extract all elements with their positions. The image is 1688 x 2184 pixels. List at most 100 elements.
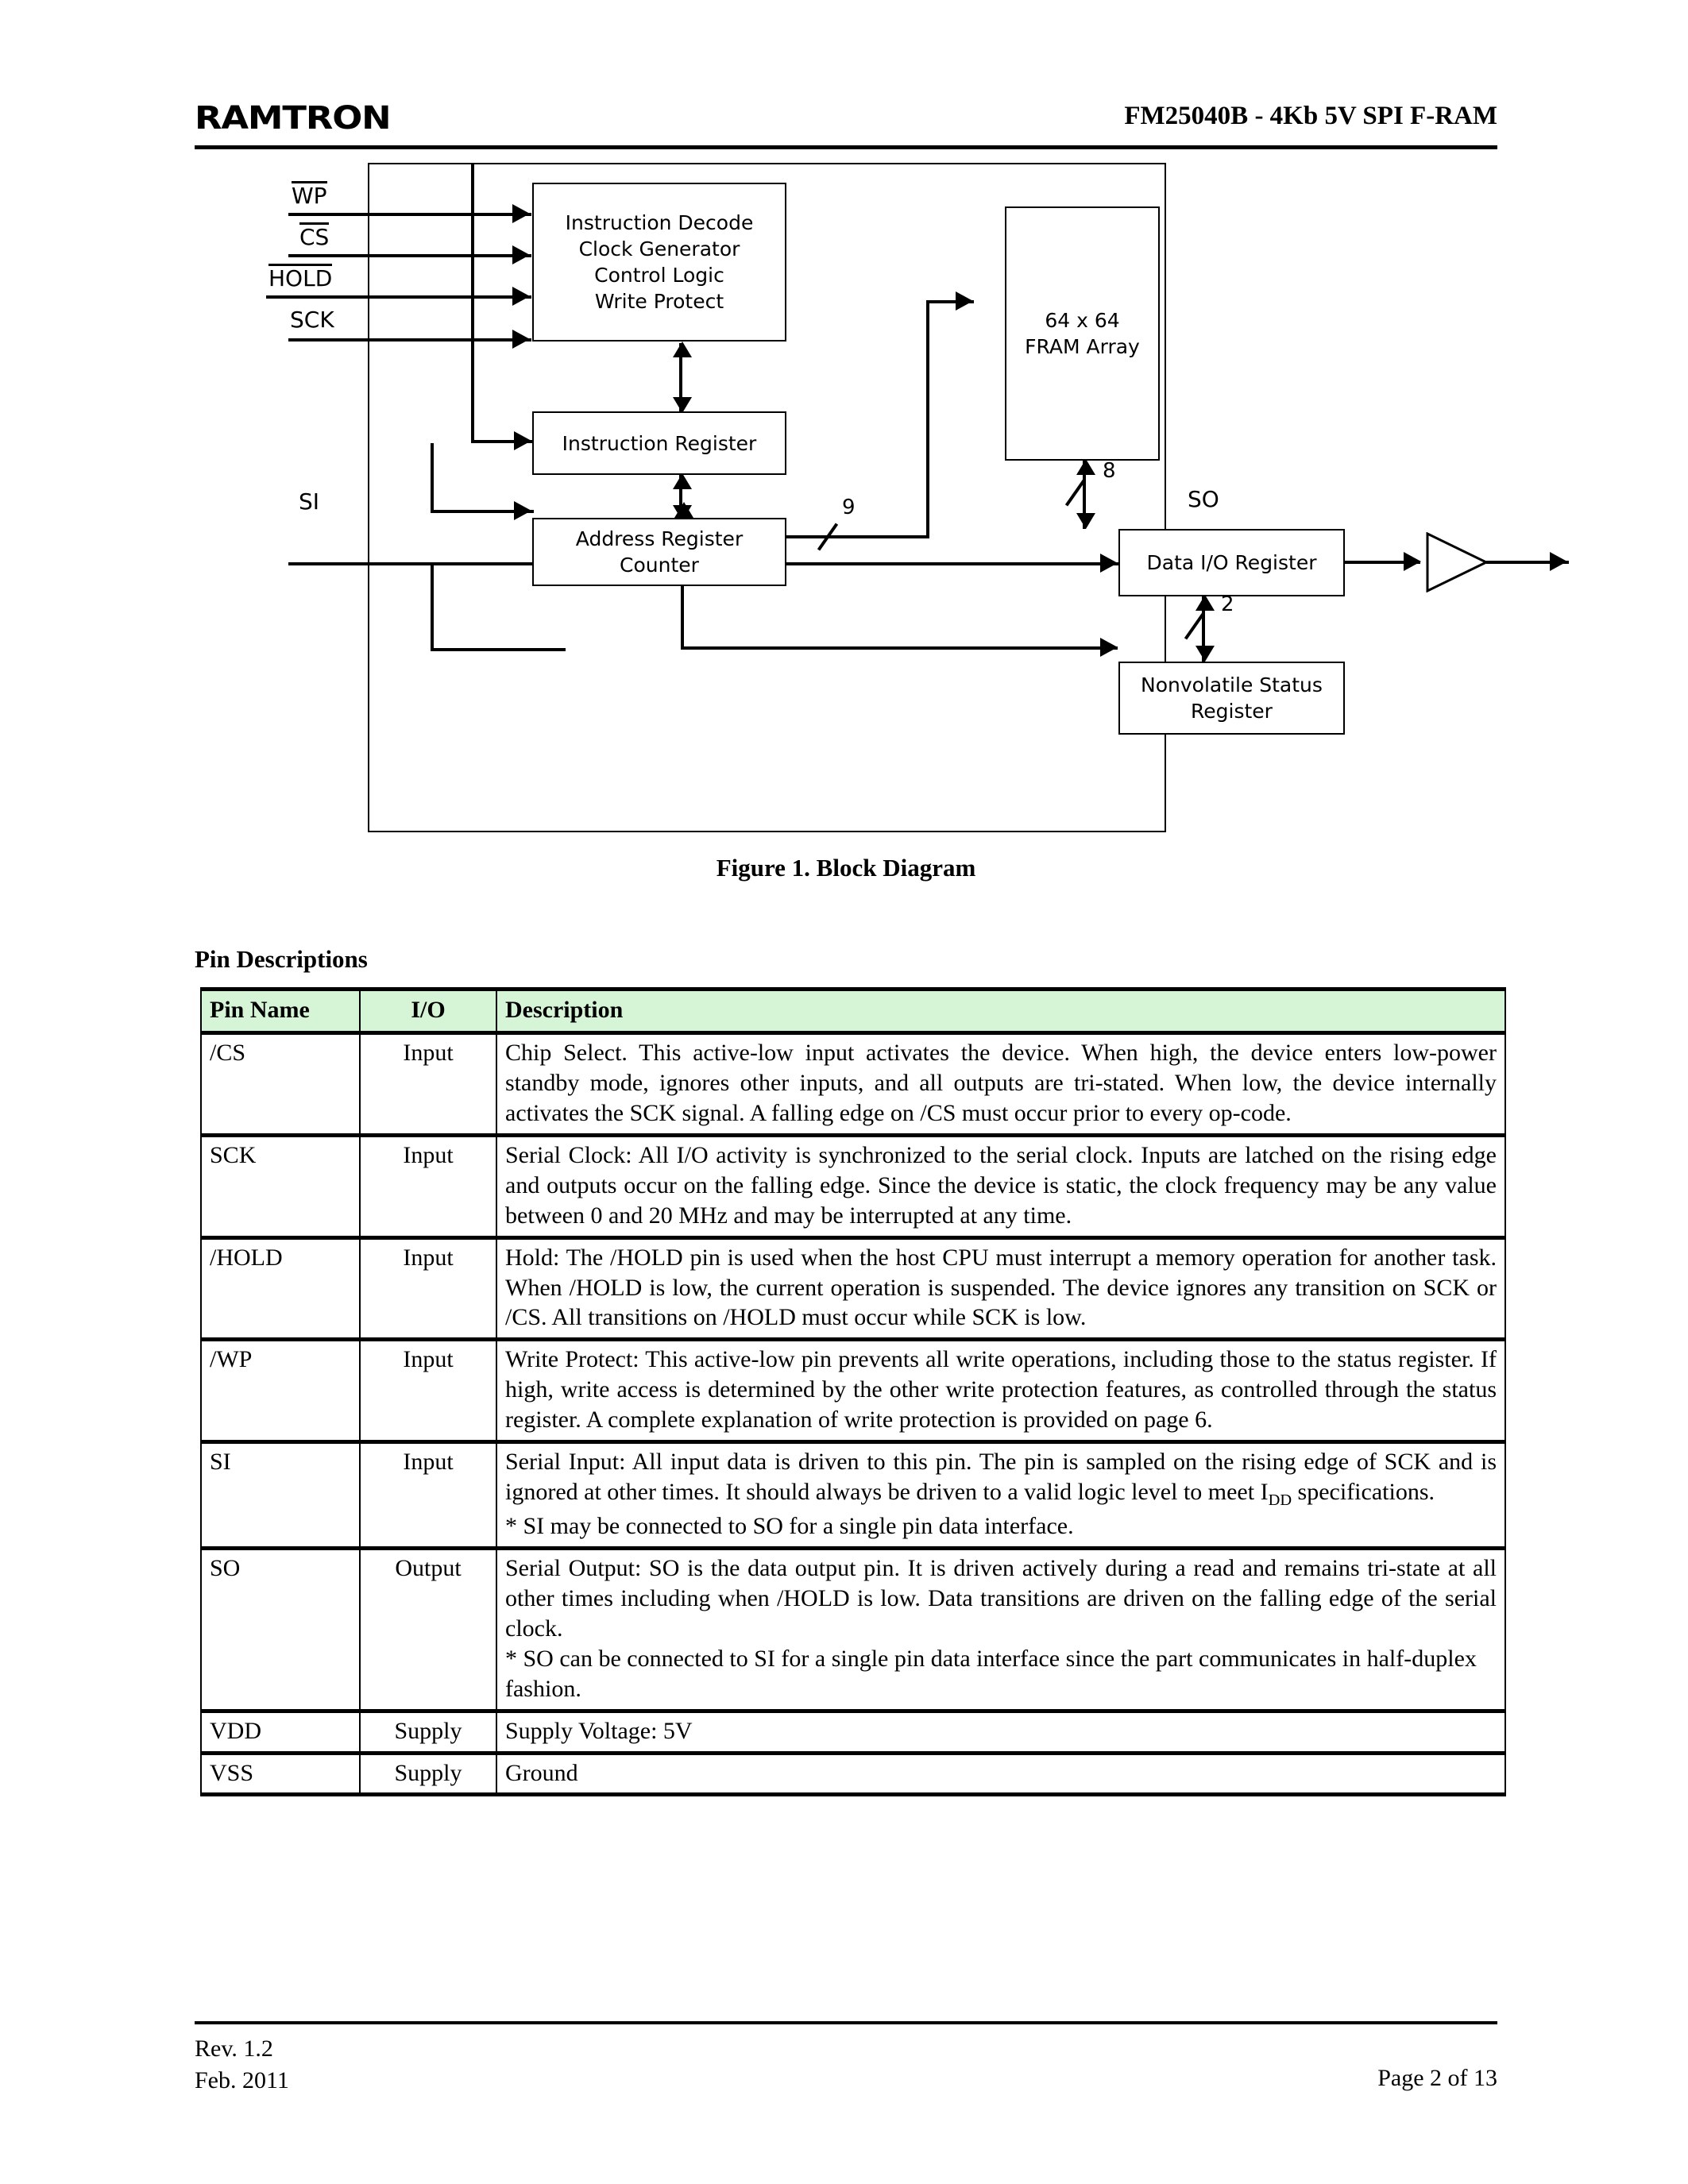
cell-io: Input xyxy=(359,1235,497,1341)
cell-pin-name: /HOLD xyxy=(200,1235,361,1341)
table-row: /CS Input Chip Select. This active-low i… xyxy=(200,1032,1506,1136)
status-branch-vertical-mid xyxy=(681,562,684,650)
cell-pin-name: VSS xyxy=(200,1750,361,1797)
cell-description: Hold: The /HOLD pin is used when the hos… xyxy=(496,1235,1506,1341)
signal-line-wp xyxy=(288,213,531,216)
table-row: SI Input Serial Input: All input data is… xyxy=(200,1440,1506,1549)
arrow-ir-to-control xyxy=(673,341,692,357)
arrow-address-bus-to-array xyxy=(956,291,973,311)
document-title: FM25040B - 4Kb 5V SPI F-RAM xyxy=(1124,102,1497,130)
si-branch-vertical-upper xyxy=(431,443,434,513)
si-desc-main: Serial Input: All input data is driven t… xyxy=(505,1449,1497,1506)
header-divider xyxy=(195,145,1497,149)
arrow-data-to-buffer xyxy=(1404,552,1421,571)
cell-io: Input xyxy=(359,1133,497,1239)
ramtron-logo: RAMTRON xyxy=(195,100,392,137)
signal-line-sck xyxy=(288,338,531,341)
arrow-hold-to-control xyxy=(512,287,530,306)
table-row: /WP Input Write Protect: This active-low… xyxy=(200,1337,1506,1443)
signal-line-hold xyxy=(266,295,531,299)
block-data-io-register: Data I/O Register xyxy=(1118,529,1345,596)
address-bus-to-array xyxy=(926,300,974,303)
column-header-io: I/O xyxy=(359,987,497,1035)
pin-label-cs: CS xyxy=(299,222,330,250)
pin-label-wp: WP xyxy=(292,181,327,209)
block-status-register: Nonvolatile Status Register xyxy=(1118,662,1345,735)
status-register-line-1: Nonvolatile Status xyxy=(1141,673,1323,696)
sck-branch-horizontal xyxy=(471,440,535,443)
array-data-link xyxy=(1083,461,1086,529)
control-line-3: Control Logic xyxy=(594,264,724,287)
footer-divider xyxy=(195,2021,1497,2024)
so-footnote: * SO can be connected to SI for a single… xyxy=(505,1645,1477,1702)
data-io-register-label: Data I/O Register xyxy=(1146,551,1317,574)
cell-description: Serial Clock: All I/O activity is synchr… xyxy=(496,1133,1506,1239)
cell-pin-name: SI xyxy=(200,1440,361,1549)
arrow-array-to-data xyxy=(1076,513,1095,529)
cell-io: Input xyxy=(359,1337,497,1443)
table-row: SO Output Serial Output: SO is the data … xyxy=(200,1545,1506,1712)
control-trunk-vertical xyxy=(471,163,474,341)
block-address-register: Address Register Counter xyxy=(532,518,786,586)
idd-symbol: I xyxy=(1260,1479,1269,1506)
cell-pin-name: SCK xyxy=(200,1133,361,1239)
footer-date: Feb. 2011 xyxy=(195,2067,289,2093)
footer-left-block: Rev. 1.2 Feb. 2011 xyxy=(195,2033,289,2097)
arrow-ir-to-ar xyxy=(673,505,692,521)
data-status-link xyxy=(1202,596,1205,662)
arrow-to-status-register xyxy=(1100,638,1118,657)
arrow-cs-to-control xyxy=(512,245,530,264)
control-ir-link xyxy=(679,343,682,413)
footer-revision: Rev. 1.2 xyxy=(195,2035,273,2062)
table-row: /HOLD Input Hold: The /HOLD pin is used … xyxy=(200,1235,1506,1341)
arrow-ar-to-ir xyxy=(673,473,692,489)
bus-width-9: 9 xyxy=(842,496,856,519)
buffer-to-so-line xyxy=(1486,561,1569,564)
block-diagram: WP CS HOLD SCK SI SO xyxy=(195,159,1569,882)
address-bus-vertical xyxy=(926,302,929,538)
block-control-logic: Instruction Decode Clock Generator Contr… xyxy=(532,183,786,341)
sck-branch-vertical xyxy=(471,340,474,443)
arrow-data-to-status xyxy=(1196,646,1215,662)
si-footnote: * SI may be connected to SO for a single… xyxy=(505,1512,1074,1539)
control-line-1: Instruction Decode xyxy=(565,211,754,234)
arrow-data-to-array xyxy=(1076,459,1095,475)
cell-description: Write Protect: This active-low pin preve… xyxy=(496,1337,1506,1443)
cell-pin-name: /CS xyxy=(200,1032,361,1136)
pin-label-hold: HOLD xyxy=(268,264,333,291)
status-branch-vertical-left xyxy=(431,562,434,651)
signal-line-to-status-register xyxy=(681,646,1118,650)
tristate-buffer-icon xyxy=(1426,532,1489,592)
pin-label-sck: SCK xyxy=(290,307,334,333)
arrow-to-address-register xyxy=(514,501,531,520)
cell-pin-name: VDD xyxy=(200,1708,361,1754)
figure-caption: Figure 1. Block Diagram xyxy=(716,854,976,882)
column-header-pin-name: Pin Name xyxy=(200,987,361,1035)
table-row: SCK Input Serial Clock: All I/O activity… xyxy=(200,1133,1506,1239)
control-line-4: Write Protect xyxy=(594,290,724,313)
cell-description: Chip Select. This active-low input activ… xyxy=(496,1032,1506,1136)
cell-description: Supply Voltage: 5V xyxy=(496,1708,1506,1754)
cell-io: Supply xyxy=(359,1708,497,1754)
pin-label-si: SI xyxy=(299,488,320,515)
cell-io: Supply xyxy=(359,1750,497,1797)
address-register-line-1: Address Register xyxy=(575,527,744,550)
status-branch-horizontal-lower xyxy=(431,648,566,651)
data-to-buffer-line xyxy=(1345,561,1420,564)
cell-pin-name: /WP xyxy=(200,1337,361,1443)
cell-io: Output xyxy=(359,1545,497,1712)
diagram-boundary xyxy=(368,163,1166,832)
arrow-status-to-data xyxy=(1196,595,1215,611)
column-header-description: Description xyxy=(496,987,1506,1035)
cell-description: Serial Input: All input data is driven t… xyxy=(496,1440,1506,1549)
arrow-so-output xyxy=(1550,552,1567,571)
address-register-input-line xyxy=(431,510,534,513)
arrow-wp-to-control xyxy=(512,204,530,223)
address-bus-horizontal xyxy=(786,535,929,538)
table-header-row: Pin Name I/O Description xyxy=(200,987,1506,1035)
table-row: VDD Supply Supply Voltage: 5V xyxy=(200,1708,1506,1754)
arrow-control-to-ir xyxy=(673,397,692,413)
block-instruction-register: Instruction Register xyxy=(532,411,786,475)
status-register-line-2: Register xyxy=(1191,700,1273,723)
